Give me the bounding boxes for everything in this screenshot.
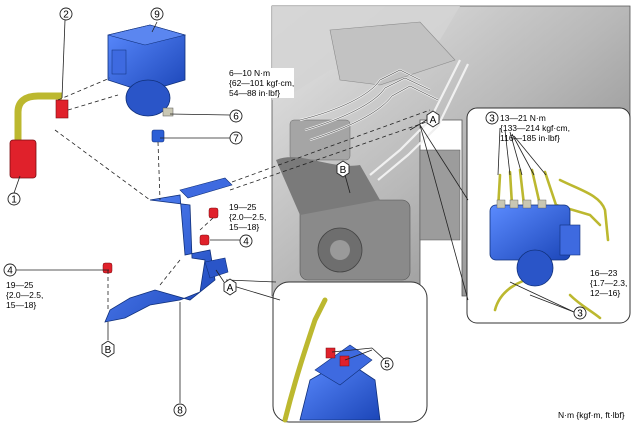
svg-text:A: A xyxy=(227,283,234,294)
callout-8: 8 xyxy=(173,403,187,417)
callout-2: 2 xyxy=(59,7,73,21)
svg-text:9: 9 xyxy=(154,10,160,21)
hu-mount-insulator xyxy=(151,129,165,143)
bracket-bolt-detail-view xyxy=(272,281,428,423)
svg-text:A: A xyxy=(430,115,437,126)
torque-spec-pipe-mount: 16—23 {1.7—2.3, 12—16} xyxy=(590,268,628,298)
svg-text:3: 3 xyxy=(577,309,583,320)
brake-pipe-detail-view xyxy=(466,107,631,324)
bracket-bolts xyxy=(102,207,219,274)
callout-3-top: 3 xyxy=(485,111,499,125)
marker-A-engine: A xyxy=(426,110,440,128)
torque-spec-bracket-bolt-upper: 19—25 {2.0—2.5, 15—18} xyxy=(229,202,267,232)
callout-9: 9 xyxy=(150,7,164,21)
svg-text:4: 4 xyxy=(7,266,13,277)
torque-spec-hu-nut: 6—10 N·m {62—101 kgf·cm, 54—88 in·lbf} xyxy=(229,68,295,98)
torque-spec-bracket-bolt-left: 19—25 {2.0—2.5, 15—18} xyxy=(6,280,44,310)
hu-bracket xyxy=(104,177,233,323)
assembly-lines xyxy=(54,77,439,310)
hu-connector-harness xyxy=(9,92,69,179)
svg-text:B: B xyxy=(340,165,347,176)
svg-text:7: 7 xyxy=(233,134,239,145)
torque-unit-legend: N·m {kgf·m, ft·lbf} xyxy=(558,410,625,420)
abs-hydraulic-unit xyxy=(107,24,187,117)
svg-text:5: 5 xyxy=(384,360,390,371)
svg-text:8: 8 xyxy=(177,406,183,417)
callout-4-right: 4 xyxy=(239,234,253,248)
callout-5: 5 xyxy=(380,357,394,371)
svg-text:2: 2 xyxy=(63,10,69,21)
callout-3-bottom: 3 xyxy=(573,306,587,320)
svg-text:B: B xyxy=(105,345,112,356)
callout-4-left: 4 xyxy=(3,263,17,277)
callout-1: 1 xyxy=(7,192,21,206)
callout-7: 7 xyxy=(229,131,243,145)
marker-B-bracket: B xyxy=(101,340,115,358)
torque-spec-brake-pipe: 13—21 N·m {133—214 kgf·cm, 116—185 in·lb… xyxy=(500,113,570,143)
svg-text:4: 4 xyxy=(243,237,249,248)
leader-lines xyxy=(13,19,575,403)
callout-6: 6 xyxy=(229,109,243,123)
svg-text:3: 3 xyxy=(489,114,495,125)
marker-A-bracket: A xyxy=(223,278,237,296)
svg-text:1: 1 xyxy=(11,195,17,206)
marker-B-engine: B xyxy=(336,160,350,178)
svg-text:6: 6 xyxy=(233,112,239,123)
